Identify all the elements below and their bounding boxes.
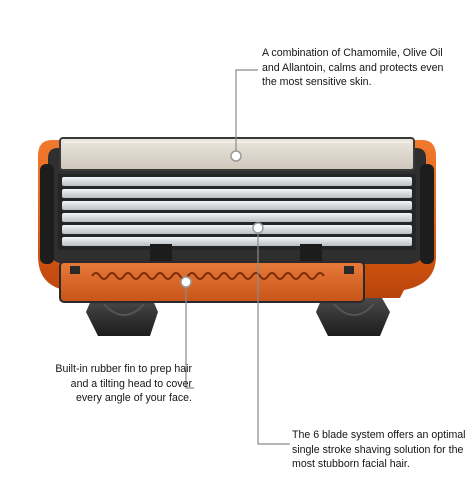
blade-stack bbox=[58, 174, 416, 262]
blade-system-callout: The 6 blade system offers an optimal sin… bbox=[292, 429, 466, 471]
lubricating-strip-callout: A combination of Chamomile, Olive Oil an… bbox=[262, 47, 444, 89]
pivot-feet bbox=[86, 298, 390, 336]
rubber-fin-guard bbox=[59, 261, 365, 303]
rubber-fin-callout: Built-in rubber fin to prep hair and a t… bbox=[55, 363, 192, 405]
callout-leaders bbox=[185, 69, 290, 445]
callout-dots bbox=[180, 150, 264, 288]
